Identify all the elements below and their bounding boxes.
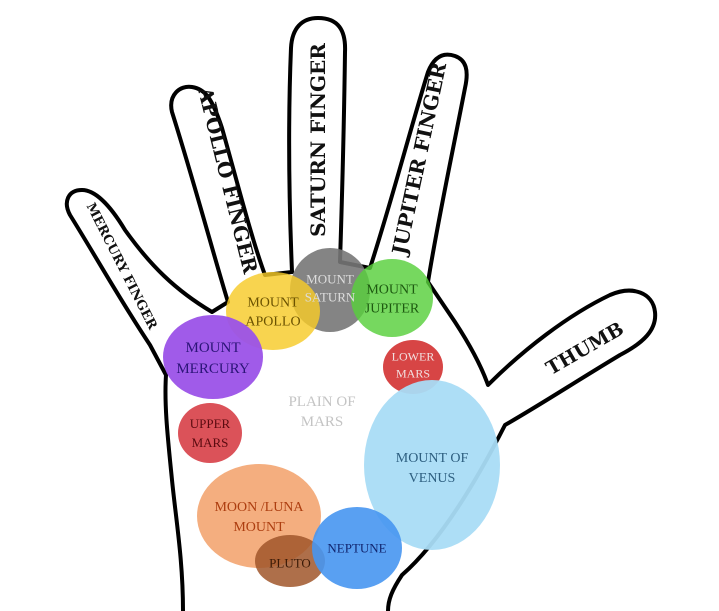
mount-jupiter-label: JUPITER — [365, 301, 420, 316]
mount-pluto-label: PLUTO — [269, 556, 311, 571]
mount-venus-label: MOUNT OF — [396, 451, 469, 466]
mount-neptune-region — [312, 507, 402, 589]
mount-labels: MOUNT SATURN MOUNT APOLLO MOUNT JUPITER MOUNT M… — [176, 272, 468, 571]
mount-shapes — [163, 248, 500, 589]
mount-neptune-label: NEPTUNE — [327, 541, 386, 556]
plain-of-mars-line1: PLAIN OF — [288, 394, 355, 410]
mount-saturn-label: MOUNT — [306, 272, 354, 287]
mount-upper-mars-region — [178, 403, 242, 463]
mount-upper-mars-label: UPPER — [190, 416, 231, 431]
mount-venus-region — [364, 380, 500, 550]
mount-jupiter-label: MOUNT — [366, 282, 418, 297]
mount-moon-label: MOUNT — [233, 520, 285, 535]
mount-mercury-label: MOUNT — [186, 340, 241, 356]
mount-moon-label: MOON /LUNA — [214, 500, 304, 515]
mount-lower-mars-label: LOWER — [392, 350, 435, 364]
mount-upper-mars-label: MARS — [192, 435, 229, 450]
mount-jupiter-region — [351, 259, 433, 337]
mount-apollo-label: APOLLO — [245, 314, 300, 329]
mount-apollo-label: MOUNT — [247, 295, 299, 310]
mount-mercury-label: MERCURY — [176, 361, 250, 377]
mount-pluto-region — [255, 535, 325, 587]
saturn-finger-label: SATURN FINGER — [306, 43, 330, 237]
mount-mercury-region — [163, 315, 263, 399]
mount-venus-label: VENUS — [409, 471, 456, 486]
mount-lower-mars-label: MARS — [396, 367, 430, 381]
mount-saturn-label: SATURN — [305, 290, 356, 305]
plain-of-mars-line2: MARS — [301, 414, 344, 430]
